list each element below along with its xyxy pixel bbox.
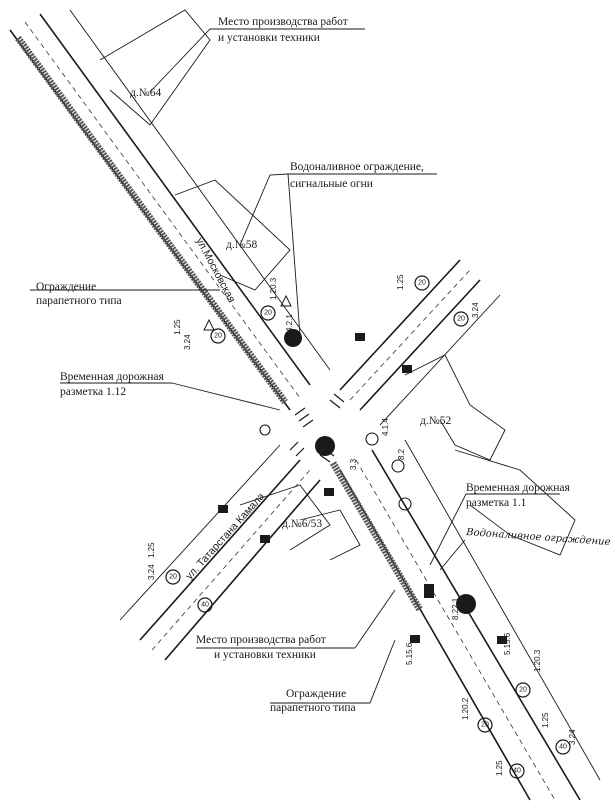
svg-text:20: 20 bbox=[457, 316, 465, 323]
svg-text:3.3: 3.3 bbox=[349, 458, 358, 470]
house-52-label: д.№52 bbox=[420, 415, 451, 427]
crosswalk bbox=[289, 393, 345, 463]
work-area-bottom-label-1: Место производства работ bbox=[196, 634, 326, 646]
water-barrier-label-1: Водоналивное ограждение, bbox=[290, 161, 424, 173]
temp-marking-112-label-2: разметка 1.12 bbox=[60, 386, 126, 398]
leader-lines bbox=[30, 28, 560, 704]
svg-text:20: 20 bbox=[481, 722, 489, 729]
road-sign-icon: 20 bbox=[414, 275, 430, 291]
road-sign-icon: 20 bbox=[203, 318, 226, 344]
svg-text:8.2: 8.2 bbox=[397, 448, 406, 460]
work-area-top-label-2: и установки техники bbox=[218, 32, 320, 44]
parapet-barrier bbox=[15, 35, 424, 612]
svg-text:20: 20 bbox=[418, 280, 426, 287]
svg-text:8.22.1: 8.22.1 bbox=[451, 597, 460, 620]
parapet-left-label-1: Ограждение bbox=[36, 281, 96, 293]
svg-text:20: 20 bbox=[169, 574, 177, 581]
road-signs: 20 20 20 20 20 40 20 20 bbox=[165, 275, 571, 779]
house-58-label: д.№58 bbox=[226, 239, 257, 251]
svg-text:5.15.6: 5.15.6 bbox=[405, 642, 414, 665]
road-sign-icon: 20 bbox=[453, 311, 469, 327]
road-sign-icon: 20 bbox=[260, 294, 292, 321]
road-sign-icon: 20 bbox=[477, 717, 493, 733]
work-area-top-label-1: Место производства работ bbox=[218, 16, 348, 28]
svg-text:3.24: 3.24 bbox=[147, 564, 156, 580]
svg-text:1.25: 1.25 bbox=[147, 542, 156, 558]
water-barrier-label-2: сигнальные огни bbox=[290, 178, 373, 190]
svg-text:1.20.3: 1.20.3 bbox=[533, 649, 542, 672]
svg-text:40: 40 bbox=[559, 744, 567, 751]
street-names: ул.Московская ул. Татарстана Камала bbox=[183, 236, 267, 582]
svg-text:1.20.3: 1.20.3 bbox=[269, 277, 278, 300]
road-sign-icon: 40 bbox=[197, 597, 213, 613]
house-64-label: д.№64 bbox=[130, 87, 161, 99]
parapet-bottom-label-2: парапетного типа bbox=[270, 702, 356, 714]
house-6-53-label: д.№6/53 bbox=[282, 518, 322, 530]
callout-labels: Место производства работ и установки тех… bbox=[36, 16, 611, 714]
road-sign-icon: 20 bbox=[515, 682, 531, 698]
svg-text:20: 20 bbox=[519, 687, 527, 694]
buildings bbox=[99, 9, 576, 561]
svg-text:1.25: 1.25 bbox=[396, 274, 405, 290]
temp-marking-11-label-1: Временная дорожная bbox=[466, 482, 571, 494]
svg-text:40: 40 bbox=[201, 602, 209, 609]
work-vehicle-icon bbox=[218, 333, 507, 644]
parapet-left-label-2: парапетного типа bbox=[36, 295, 122, 307]
temp-marking-112-label-1: Временная дорожная bbox=[60, 371, 165, 383]
sign-codes: 1.25 3.24 1.20.3 4.2.1 8.22.1 3.3 1.25 3… bbox=[147, 274, 577, 776]
svg-text:1.25: 1.25 bbox=[495, 760, 504, 776]
svg-text:4.1.4: 4.1.4 bbox=[381, 418, 390, 436]
svg-text:1.20.2: 1.20.2 bbox=[461, 697, 470, 720]
svg-text:3.24: 3.24 bbox=[568, 729, 577, 745]
cross-road bbox=[119, 259, 501, 661]
traffic-light-icon bbox=[284, 329, 476, 614]
svg-text:20: 20 bbox=[214, 333, 222, 340]
svg-text:4.2.1: 4.2.1 bbox=[285, 314, 294, 332]
svg-text:20: 20 bbox=[264, 310, 272, 317]
svg-text:5.15.6: 5.15.6 bbox=[503, 632, 512, 655]
work-area-bottom-label-2: и установки техники bbox=[214, 649, 316, 661]
road-sign-icon: 20 bbox=[165, 569, 181, 585]
main-road bbox=[9, 9, 601, 801]
svg-text:1.25: 1.25 bbox=[541, 712, 550, 728]
svg-text:1.25: 1.25 bbox=[173, 319, 182, 335]
road-sign-icon: 40 bbox=[509, 763, 525, 779]
road-sign-icon: 40 bbox=[555, 739, 571, 755]
parapet-bottom-label-1: Ограждение bbox=[286, 688, 346, 700]
water-barrier-handwritten-label: Водоналивное ограждение bbox=[465, 527, 611, 548]
svg-text:3.24: 3.24 bbox=[183, 334, 192, 350]
svg-text:3.24: 3.24 bbox=[471, 302, 480, 318]
svg-text:40: 40 bbox=[513, 768, 521, 775]
road-sign-icon bbox=[259, 424, 412, 511]
temp-marking-11-label-2: разметка 1.1 bbox=[466, 497, 527, 509]
